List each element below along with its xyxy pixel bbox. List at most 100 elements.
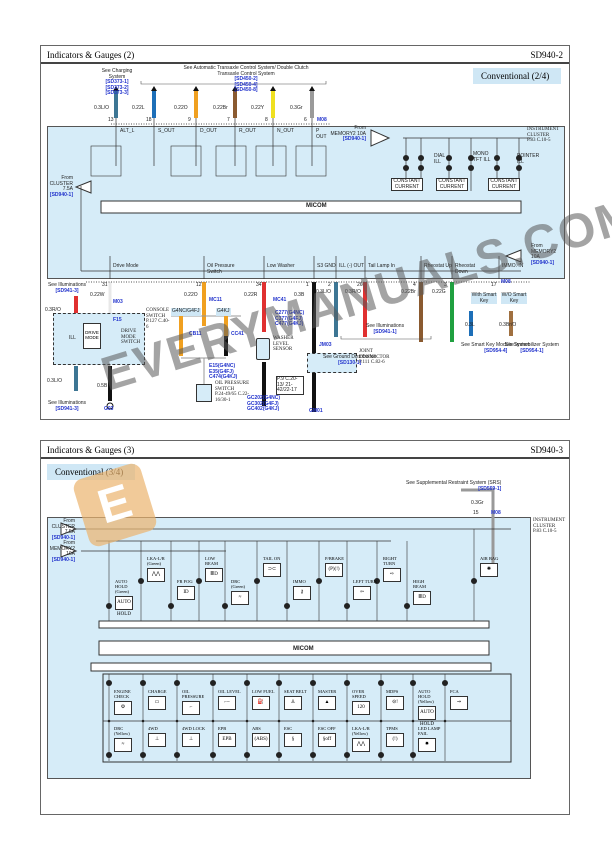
washer-grounds: GC202(G4NC) GC302(G4FJ) GC402(G4KJ) bbox=[247, 395, 281, 412]
from-memory2-b: From MEMORY2 10A[SD940-1] bbox=[330, 125, 366, 142]
wire-label: 0.3Br/O bbox=[499, 322, 517, 328]
wire-label: 0.3L/O bbox=[316, 289, 332, 295]
led-icon bbox=[344, 752, 350, 758]
wire-srs bbox=[461, 488, 495, 566]
indicator-auto-hold-yellow: AUTO HOLD (Yellow)AUTO HOLD bbox=[418, 689, 444, 727]
junction bbox=[175, 719, 179, 723]
indicator-left-turn: LEFT TURN⇦ bbox=[353, 579, 377, 600]
junction bbox=[107, 719, 111, 723]
led-icon bbox=[222, 603, 228, 609]
indicator-label: OVER SPEED bbox=[352, 689, 366, 699]
junction bbox=[141, 719, 145, 723]
indicator-label: CHARGE bbox=[148, 689, 167, 694]
fuse-input-b-icon bbox=[60, 544, 78, 558]
indicator-label: AUTO HOLD (Yellow) bbox=[418, 689, 434, 704]
micom-block bbox=[98, 640, 490, 656]
indicator-icon: ⚷ bbox=[293, 586, 311, 600]
indicator-label: ESC OFF bbox=[318, 726, 336, 731]
indicator-icon: ≈ bbox=[231, 591, 249, 605]
pin-label: 26 bbox=[357, 282, 363, 288]
led-icon bbox=[403, 165, 409, 171]
indicator-icon: §off bbox=[318, 733, 336, 747]
from-memory2-b: From MEMORY2 10A[SD940-1] bbox=[49, 540, 75, 563]
page-header: Indicators & Gauges (3)SD940-3 bbox=[41, 441, 569, 459]
connector-m03: M03 bbox=[113, 299, 123, 305]
led-icon bbox=[404, 603, 410, 609]
fuse-input-b-icon bbox=[370, 129, 391, 147]
junction bbox=[443, 719, 447, 723]
indicator-engine-check: ENGINE CHECK⚙ bbox=[114, 689, 140, 715]
oil-switch-connectors: E15(G4NC) E35(G4FJ) C474(G4KJ) bbox=[209, 363, 238, 380]
led-icon bbox=[138, 578, 144, 584]
indicator-icon: AUTO HOLD bbox=[115, 596, 133, 617]
indicator-4wd: 4WD⊥ bbox=[148, 726, 174, 747]
pin-label: 13 bbox=[108, 117, 114, 123]
pin-name: ALT_L bbox=[120, 128, 135, 134]
pin-label: 34 bbox=[256, 282, 262, 288]
indicator-high-beam: HIGH BEAM≣D bbox=[413, 579, 437, 605]
wire-label: 0.22G bbox=[432, 289, 446, 295]
indicator-esc: ESC § bbox=[284, 726, 310, 747]
indicator-icon: ≣D bbox=[413, 591, 431, 605]
wire-label: 0.22Br bbox=[401, 289, 416, 295]
transistor-circuit bbox=[255, 145, 287, 177]
washer-level-sensor-label: WASHER LEVEL SENSOR bbox=[273, 336, 294, 352]
indicator-icon: ⌐~ bbox=[218, 696, 236, 710]
led-icon bbox=[516, 165, 522, 171]
fuse-input-a-icon bbox=[74, 180, 92, 194]
led-icon bbox=[310, 680, 316, 686]
led-icon bbox=[468, 165, 474, 171]
indicator-label: IMMO bbox=[293, 579, 306, 584]
indicator-icon: § bbox=[284, 733, 302, 747]
indicator-label: OIL LEVEL bbox=[218, 689, 241, 694]
indicator-mdps: MDPS⊝! bbox=[386, 689, 412, 710]
washer-level-sensor-icon bbox=[256, 338, 270, 360]
arrow-icon bbox=[309, 86, 315, 91]
indicator-icon: ⇝ bbox=[450, 696, 468, 710]
see-ground-distribution: See Ground Distribution[SD130-1] bbox=[323, 354, 377, 366]
indicator-label: LEFT TURN bbox=[353, 579, 377, 584]
connector-mc41: MC41 bbox=[273, 297, 287, 303]
indicator-label: RIGHT TURN bbox=[383, 556, 397, 566]
indicator-label: TAIL ON bbox=[263, 556, 281, 561]
indicator-label: LKA-L/R (Green) bbox=[147, 556, 165, 566]
page-code: SD940-2 bbox=[530, 50, 563, 60]
led-icon bbox=[106, 603, 112, 609]
indicator-label: ESC bbox=[284, 726, 293, 731]
pin-label: 31 bbox=[102, 282, 108, 288]
indicator-icon: ≈ bbox=[114, 738, 132, 752]
indicator-label: LOW BEAM bbox=[205, 556, 219, 566]
oil-pressure-switch-icon bbox=[196, 384, 212, 402]
indicator-icon: ⇨ bbox=[383, 568, 401, 582]
indicator-label: SEAT BELT bbox=[284, 689, 307, 694]
see-illuminations-mid: See Illuminations[SD941-1] bbox=[366, 323, 405, 335]
led-icon bbox=[244, 680, 250, 686]
indicator-tpms: TPMS(!) bbox=[386, 726, 412, 747]
constant-current-block: CONSTANT CURRENT bbox=[488, 178, 520, 191]
indicator-low-fuel: LOW FUEL⛽ bbox=[252, 689, 278, 710]
led-icon bbox=[418, 155, 424, 161]
constant-current-block: CONSTANT CURRENT bbox=[436, 178, 468, 191]
led-pointer-ill: POINTER ILL bbox=[517, 153, 540, 165]
ground-icon bbox=[106, 402, 114, 410]
fuse-input-a-icon bbox=[60, 522, 78, 536]
indicator-label: OIL PRESSURE bbox=[182, 689, 205, 699]
arrow-icon bbox=[113, 86, 119, 91]
transistor-circuit bbox=[170, 145, 202, 177]
indicator-air-bag: AIR BAG✺ bbox=[480, 556, 504, 577]
pin-name: R_OUT bbox=[239, 128, 256, 134]
wire-label: 0.3L/O bbox=[47, 378, 63, 384]
wire-label: 0.3R/O bbox=[345, 289, 361, 295]
pin-name: Rheostat Down bbox=[455, 263, 476, 275]
pin-label: 1 bbox=[306, 282, 309, 288]
led-icon bbox=[344, 603, 350, 609]
washer-ground-ref: P.9 C.20-13/ 21-42/22-17 bbox=[276, 376, 304, 395]
indicator-seat-belt: SEAT BELT♙ bbox=[284, 689, 310, 710]
junction bbox=[277, 719, 281, 723]
brace bbox=[340, 336, 432, 340]
indicator-label: ENGINE CHECK bbox=[114, 689, 131, 699]
wire-label: 0.22L bbox=[132, 105, 145, 111]
